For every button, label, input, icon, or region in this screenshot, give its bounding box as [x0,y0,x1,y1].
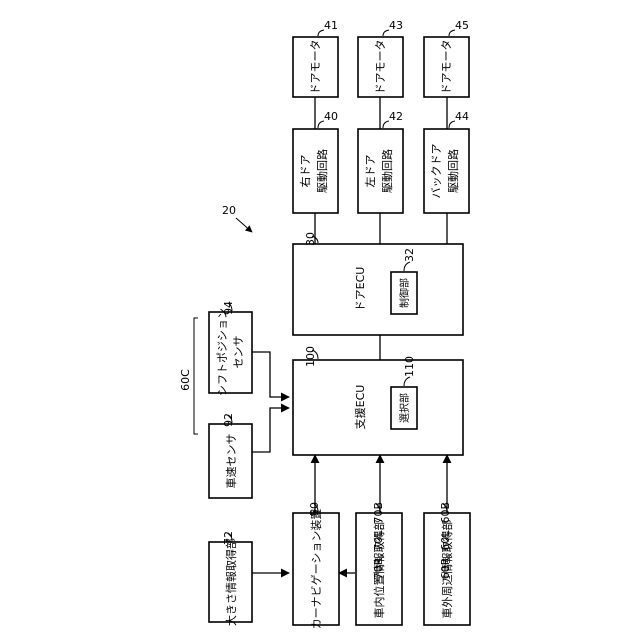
system-ref-label: 20 [222,204,236,217]
door-ecu-ref: 30 [304,232,317,246]
door-motor-41-ref: 41 [324,19,338,32]
in-vehicle-acquirer-ref: 70R, 70L, 70B [372,502,385,579]
navigation-label: カーナビゲーション装置 [310,509,323,630]
control-unit-ref: 32 [403,248,416,262]
support-ecu-label: 支援ECU [353,385,367,430]
sensor-group-ref: 60C [179,369,192,391]
navigation-ref: 50 [308,502,321,516]
right-door-circuit-ref: 40 [324,110,338,123]
shift-position-sensor-94: シフトポジション センサ 94 [209,301,252,396]
surroundings-acquirer-ref: 60R, 60L, 60B [439,502,452,579]
arrow-shift-sensor-support-ecu [252,352,289,397]
selection-unit-ref: 110 [403,356,416,377]
size-acquirer-ref: 72 [222,531,235,545]
car-navigation-50: カーナビゲーション装置 50 [293,502,339,629]
shift-sensor-line1: シフトポジション [216,308,229,396]
selection-unit-label: 選択部 [398,393,411,423]
door-motor-41-label: ドアモータ [309,40,322,95]
right-door-circuit-line2: 駆動回路 [315,149,329,193]
system-ref-arrow [236,218,252,232]
left-door-circuit-line1: 左ドア [364,155,377,188]
size-acquirer-label: 大きさ情報取得部 [224,538,238,626]
sensor-group-bracket [194,318,198,434]
right-door-circuit-line1: 右ドア [298,155,312,188]
vehicle-speed-sensor-92: 車速センサ 92 [209,413,252,498]
support-ecu-100: 支援ECU 選択部 110 100 [293,346,463,455]
shift-sensor-ref: 94 [222,301,235,315]
arrow-speed-sensor-support-ecu [252,408,289,452]
in-vehicle-position-acquirer: 車内位置情報取得部 70R, 70L, 70B [356,502,402,625]
door-motor-45-ref: 45 [455,19,469,32]
door-motor-45: ドアモータ 45 [424,19,469,97]
door-motor-43: ドアモータ 43 [358,19,403,97]
speed-sensor-label: 車速センサ [224,434,238,489]
door-motor-45-label: ドアモータ [440,40,453,95]
back-door-circuit-line2: 駆動回路 [446,149,460,193]
door-motor-43-ref: 43 [389,19,403,32]
speed-sensor-ref: 92 [222,413,235,427]
system-reference: 20 [222,204,252,232]
back-door-circuit-line1: バックドア [430,144,443,199]
door-ecu-label: ドアECU [354,267,367,312]
left-door-circuit-ref: 42 [389,110,403,123]
control-unit-label: 制御部 [398,278,411,308]
door-motor-43-label: ドアモータ [374,40,387,95]
shift-sensor-line2: センサ [232,336,245,369]
door-motor-41: ドアモータ 41 [293,19,338,97]
size-info-acquirer-72: 大きさ情報取得部 72 [209,531,252,626]
left-door-circuit-line2: 駆動回路 [380,149,394,193]
door-ecu-30: ドアECU 制御部 32 30 [293,232,463,335]
back-door-circuit-ref: 44 [455,110,469,123]
sensor-group-60c: 60C [179,318,198,434]
support-ecu-ref: 100 [304,346,317,367]
surroundings-info-acquirer: 車外周辺情報取得部 60R, 60L, 60B [424,502,470,625]
